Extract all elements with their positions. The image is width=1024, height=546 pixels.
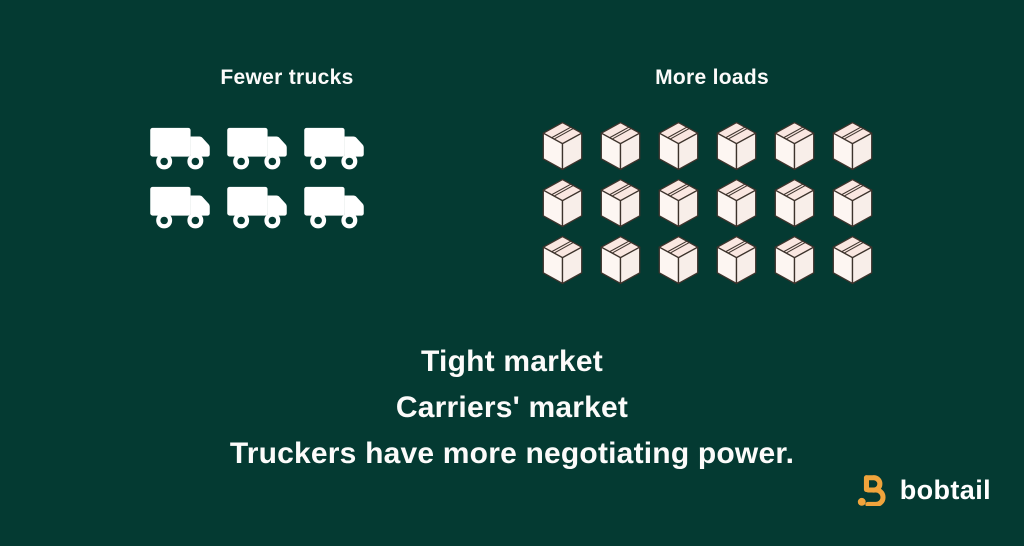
loads-pictograph-grid	[540, 121, 875, 285]
bobtail-logo: bobtail	[857, 474, 991, 507]
box-icon	[598, 178, 643, 228]
truck-icon	[226, 183, 288, 231]
box-icon	[656, 121, 701, 171]
truck-icon	[226, 124, 288, 172]
box-icon	[772, 235, 817, 285]
box-icon	[656, 178, 701, 228]
box-icon	[830, 235, 875, 285]
box-icon	[714, 235, 759, 285]
tagline-line-2: Carriers' market	[395, 391, 629, 424]
box-icon	[656, 235, 701, 285]
truck-icon	[149, 183, 211, 231]
box-icon	[598, 235, 643, 285]
truck-icon	[303, 183, 365, 231]
box-icon	[830, 121, 875, 171]
bobtail-mark-icon	[857, 474, 891, 507]
tagline-line-3: Truckers have more negotiating power.	[229, 437, 795, 470]
box-icon	[772, 178, 817, 228]
loads-section-title: More loads	[655, 66, 769, 89]
bobtail-wordmark: bobtail	[899, 474, 991, 505]
truck-icon	[303, 124, 365, 172]
box-icon	[714, 121, 759, 171]
trucks-pictograph-grid	[149, 124, 365, 231]
box-icon	[714, 178, 759, 228]
box-icon	[540, 178, 585, 228]
trucks-section-title: Fewer trucks	[220, 66, 354, 89]
box-icon	[540, 235, 585, 285]
box-icon	[772, 121, 817, 171]
box-icon	[830, 178, 875, 228]
tagline-line-1: Tight market	[421, 345, 603, 378]
truck-icon	[149, 124, 211, 172]
tagline: Tight market Carriers' market Truckers h…	[0, 339, 1024, 477]
box-icon	[540, 121, 585, 171]
box-icon	[598, 121, 643, 171]
